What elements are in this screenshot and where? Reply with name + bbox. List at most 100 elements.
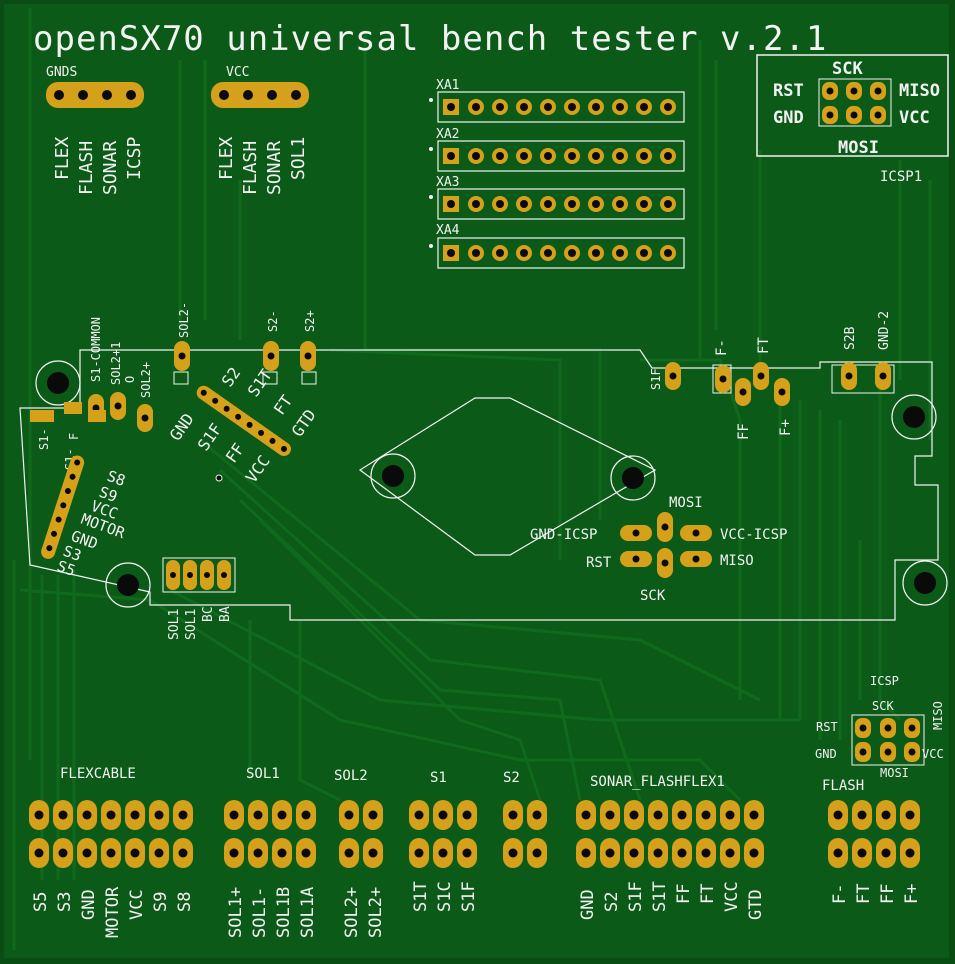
icsp1-gnd-label: GND bbox=[773, 108, 804, 128]
gnds-item-icsp: ICSP bbox=[124, 136, 145, 180]
right-s1f-label: S1F bbox=[649, 368, 663, 390]
s2-minus-label: S2- bbox=[266, 310, 280, 332]
flexcable-pin-s8: S8 bbox=[175, 892, 195, 912]
o-label: O bbox=[123, 376, 137, 383]
header-xa3: XA3 bbox=[429, 175, 685, 220]
flexcable-pin-vcc: VCC bbox=[127, 889, 147, 920]
center-vcc-icsp-label: VCC-ICSP bbox=[720, 527, 787, 543]
sol2-conn-label: SOL2 bbox=[334, 768, 368, 784]
vcc-item-sonar: SONAR bbox=[264, 141, 285, 195]
connector-sonar-flashflex: SONAR_FLASHFLEX1 GND S2 S1F S1T FF FT VC… bbox=[576, 774, 766, 920]
flash-pin-ft: FT bbox=[854, 884, 874, 904]
sonar-pin-s1f: S1F bbox=[626, 881, 646, 912]
sol2-plus-label: SOL2+ bbox=[139, 362, 153, 398]
small-icsp-title: ICSP bbox=[870, 674, 899, 688]
sonar-pin-ff: FF bbox=[674, 884, 694, 904]
xa3-label: XA3 bbox=[436, 175, 459, 190]
vcc-header: VCC FLEX FLASH SONAR SOL1 bbox=[211, 65, 309, 195]
sol1-pin-b: SOL1B bbox=[274, 887, 294, 938]
strip-s8-label: S8 bbox=[105, 467, 128, 490]
icsp1-name: ICSP1 bbox=[880, 169, 922, 185]
s1-f-label: F bbox=[67, 433, 81, 440]
flash-pin-f-plus: F+ bbox=[902, 884, 922, 904]
sol1-conn-label: SOL1 bbox=[246, 766, 280, 782]
gnds-item-sonar: SONAR bbox=[100, 141, 121, 195]
icsp-small: ICSP SCK RST MISO GND VCC MOSI bbox=[815, 674, 945, 780]
flash-pin-ff: FF bbox=[878, 884, 898, 904]
vcc-label: VCC bbox=[226, 65, 249, 80]
flash-pin-f-minus: F- bbox=[830, 884, 850, 904]
flexcable-pin-motor: MOTOR bbox=[103, 886, 123, 938]
flexcable-label: FLEXCABLE bbox=[60, 766, 136, 782]
sol1-bc-ba-pads: SOL1 SOL1 BC BA bbox=[162, 557, 236, 640]
sol2-s2-pads: SOL2- S2- S2+ bbox=[173, 302, 317, 385]
sonar-pin-s1t: S1T bbox=[650, 881, 670, 912]
sol1-pin-plus: SOL1+ bbox=[226, 887, 246, 938]
xa2-label: XA2 bbox=[436, 127, 459, 142]
s1-pin-c: S1C bbox=[435, 881, 455, 912]
left-pin-strip: S8 S9 VCC MOTOR GND S3 S5 bbox=[41, 455, 128, 580]
small-vcc-label: VCC bbox=[922, 747, 944, 761]
small-sck-label: SCK bbox=[872, 699, 894, 713]
header-xa2: XA2 bbox=[429, 127, 685, 172]
sol1-pin-minus: SOL1- bbox=[250, 887, 270, 938]
icsp1-mosi-label: MOSI bbox=[838, 138, 879, 158]
s2-plus-label: S2+ bbox=[303, 310, 317, 332]
flexcable-pin-gnd: GND bbox=[79, 889, 99, 920]
xa1-label: XA1 bbox=[436, 78, 459, 93]
gnds-label: GNDS bbox=[46, 65, 77, 80]
sonar-conn-label: SONAR_FLASHFLEX1 bbox=[590, 774, 725, 790]
sol2-plus1-label: SOL2+1 bbox=[109, 342, 123, 385]
pad-bc-label: BC bbox=[201, 606, 216, 622]
sonar-pin-vcc: VCC bbox=[722, 881, 742, 912]
s1-common-label: S1-COMMON bbox=[89, 317, 103, 382]
vcc-item-flash: FLASH bbox=[240, 141, 261, 195]
right-f-plus-label: F+ bbox=[778, 419, 794, 436]
connector-flexcable: FLEXCABLE S5 S3 GND MOTOR VCC S9 S8 bbox=[29, 766, 195, 938]
strip-s9-label: S9 bbox=[97, 483, 120, 506]
pad-sol1-a-label: SOL1 bbox=[167, 609, 182, 640]
sonar-pin-gnd: GND bbox=[578, 889, 598, 920]
small-gnd-label: GND bbox=[815, 747, 837, 761]
sonar-pin-ft: FT bbox=[698, 884, 718, 904]
tester-outline bbox=[19, 349, 939, 621]
icsp-center: MOSI GND-ICSP VCC-ICSP RST MISO SCK bbox=[530, 495, 787, 604]
connector-flash: FLASH F- FT FF F+ bbox=[822, 778, 922, 904]
s1-pin-f: S1F bbox=[459, 881, 479, 912]
strip-s3-label: S3 bbox=[61, 542, 84, 565]
gnds-item-flash: FLASH bbox=[76, 141, 97, 195]
s1-minus-label: S1- bbox=[37, 428, 51, 450]
sol2-minus-label: SOL2- bbox=[177, 302, 191, 338]
center-miso-label: MISO bbox=[720, 553, 754, 569]
connector-s1: S1 S1T S1C S1F bbox=[409, 770, 479, 912]
connector-sol1: SOL1 SOL1+ SOL1- SOL1B SOL1A bbox=[224, 766, 318, 938]
sol2-pin-plus-1: SOL2+ bbox=[342, 887, 362, 938]
xa-headers: XA1 XA2 XA3 bbox=[429, 78, 685, 269]
s1-pin-t: S1T bbox=[411, 881, 431, 912]
header-xa4: XA4 bbox=[429, 223, 685, 269]
sonar-pin-s2: S2 bbox=[602, 892, 622, 912]
center-sck-label: SCK bbox=[640, 588, 666, 604]
s2-conn-label: S2 bbox=[503, 770, 520, 786]
vcc-item-sol1: SOL1 bbox=[288, 137, 309, 180]
small-rst-label: RST bbox=[816, 720, 838, 734]
connector-s2: S2 bbox=[503, 770, 547, 868]
small-miso-label: MISO bbox=[931, 701, 945, 730]
flexcable-pin-s3: S3 bbox=[55, 892, 75, 912]
icsp1-vcc-label: VCC bbox=[899, 108, 930, 128]
header-xa1: XA1 bbox=[429, 78, 685, 123]
right-s2b-label: S2B bbox=[843, 326, 858, 350]
mounting-holes bbox=[35, 360, 948, 608]
small-mosi-label: MOSI bbox=[880, 766, 909, 780]
strip-s5-label: S5 bbox=[55, 557, 78, 580]
pad-ba-label: BA bbox=[218, 606, 233, 622]
icsp1-block: SCK RST MISO GND VCC MOSI ICSP1 bbox=[756, 54, 949, 185]
center-gnd-icsp-label: GND-ICSP bbox=[530, 527, 597, 543]
flexcable-pin-s9: S9 bbox=[151, 892, 171, 912]
copper-traces bbox=[12, 8, 932, 950]
flexcable-pin-s5: S5 bbox=[31, 892, 51, 912]
gnds-item-flex: FLEX bbox=[52, 136, 73, 180]
center-rst-label: RST bbox=[586, 555, 612, 571]
vcc-item-flex: FLEX bbox=[216, 136, 237, 180]
